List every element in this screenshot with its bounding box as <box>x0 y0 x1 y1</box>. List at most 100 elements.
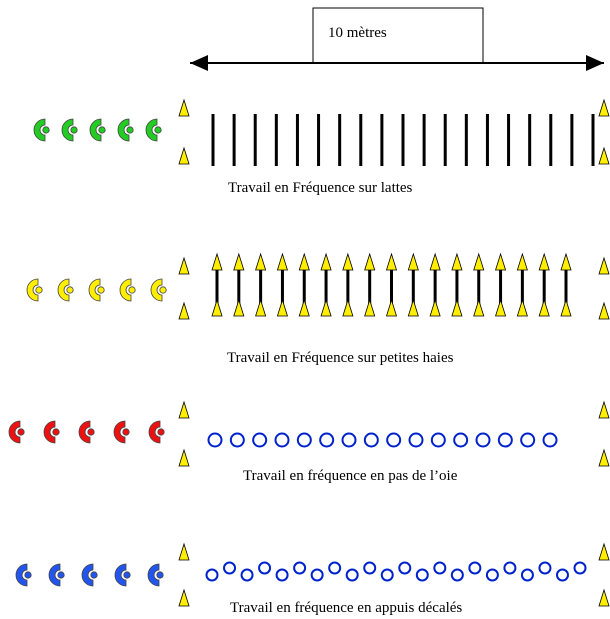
player-head-icon <box>42 126 50 134</box>
cone-icon <box>598 146 610 165</box>
cone-icon <box>598 400 610 419</box>
distance-marker: 10 mètres <box>190 7 604 71</box>
cone-icon <box>211 252 223 271</box>
cone-icon <box>560 252 572 271</box>
cone-icon <box>320 252 332 271</box>
player-head-icon <box>128 286 136 294</box>
player-head-icon <box>70 126 78 134</box>
cone-icon <box>473 252 485 271</box>
player-icon <box>15 563 28 587</box>
cone-icon <box>473 298 485 317</box>
circle-mark <box>475 432 491 448</box>
cone-icon <box>598 301 610 320</box>
circle-mark <box>345 568 359 582</box>
circle-mark <box>328 561 342 575</box>
distance-label: 10 mètres <box>328 25 387 41</box>
player-head-icon <box>97 286 105 294</box>
circle-mark <box>252 432 268 448</box>
cone-icon <box>598 542 610 561</box>
player-icon <box>61 118 74 142</box>
player-icon <box>81 563 94 587</box>
cone-icon <box>255 298 267 317</box>
player-head-icon <box>24 571 32 579</box>
circle-mark <box>240 568 254 582</box>
circle-mark <box>258 561 272 575</box>
circle-mark <box>296 432 312 448</box>
cone-icon <box>298 298 310 317</box>
player-head-icon <box>123 571 131 579</box>
circle-mark <box>485 568 499 582</box>
cone-icon <box>495 252 507 271</box>
cone-icon <box>598 98 610 117</box>
cone-icon <box>407 298 419 317</box>
cone-icon <box>276 298 288 317</box>
player-icon <box>150 278 163 302</box>
circle-mark <box>341 432 357 448</box>
cone-icon <box>255 252 267 271</box>
drill-3-caption: Travail en fréquence en pas de l’oie <box>243 468 458 484</box>
player-head-icon <box>156 571 164 579</box>
drill-row-4 <box>15 542 610 607</box>
cone-icon <box>233 252 245 271</box>
player-head-icon <box>87 428 95 436</box>
cone-icon <box>429 298 441 317</box>
circle-mark <box>520 432 536 448</box>
circle-mark <box>229 432 245 448</box>
player-icon <box>117 118 130 142</box>
cone-icon <box>429 252 441 271</box>
player-head-icon <box>98 126 106 134</box>
cone-icon <box>516 252 528 271</box>
cone-icon <box>342 298 354 317</box>
circle-mark <box>415 568 429 582</box>
circle-mark <box>363 561 377 575</box>
circle-mark <box>450 568 464 582</box>
cone-icon <box>364 252 376 271</box>
cone-icon <box>598 256 610 275</box>
cone-icon <box>178 448 190 467</box>
cone-icon <box>178 256 190 275</box>
cone-icon <box>598 588 610 607</box>
circle-mark <box>310 568 324 582</box>
distance-label-box <box>312 7 484 64</box>
circle-mark <box>520 568 534 582</box>
player-icon <box>26 278 39 302</box>
cone-icon <box>178 588 190 607</box>
circle-mark <box>430 432 446 448</box>
cone-icon <box>451 298 463 317</box>
player-icon <box>114 563 127 587</box>
circle-mark <box>497 432 513 448</box>
drill-1-caption: Travail en Fréquence sur lattes <box>228 180 413 196</box>
player-icon <box>43 420 56 444</box>
cone-icon <box>233 298 245 317</box>
player-icon <box>119 278 132 302</box>
player-icon <box>145 118 158 142</box>
circle-mark <box>468 561 482 575</box>
cone-icon <box>538 252 550 271</box>
cone-icon <box>178 542 190 561</box>
player-icon <box>57 278 70 302</box>
circle-mark <box>363 432 379 448</box>
cone-icon <box>451 252 463 271</box>
circle-mark <box>319 432 335 448</box>
cone-icon <box>178 301 190 320</box>
cone-icon <box>538 298 550 317</box>
player-icon <box>148 420 161 444</box>
player-head-icon <box>66 286 74 294</box>
cone-icon <box>598 448 610 467</box>
circle-mark <box>538 561 552 575</box>
cone-icon <box>495 298 507 317</box>
player-icon <box>48 563 61 587</box>
player-head-icon <box>126 126 134 134</box>
player-head-icon <box>90 571 98 579</box>
circle-mark <box>274 432 290 448</box>
cone-icon <box>178 98 190 117</box>
player-head-icon <box>154 126 162 134</box>
cone-icon <box>276 252 288 271</box>
player-head-icon <box>52 428 60 436</box>
circle-mark <box>503 561 517 575</box>
drill-row-3 <box>8 400 610 467</box>
cone-icon <box>516 298 528 317</box>
circle-mark <box>542 432 558 448</box>
player-icon <box>88 278 101 302</box>
